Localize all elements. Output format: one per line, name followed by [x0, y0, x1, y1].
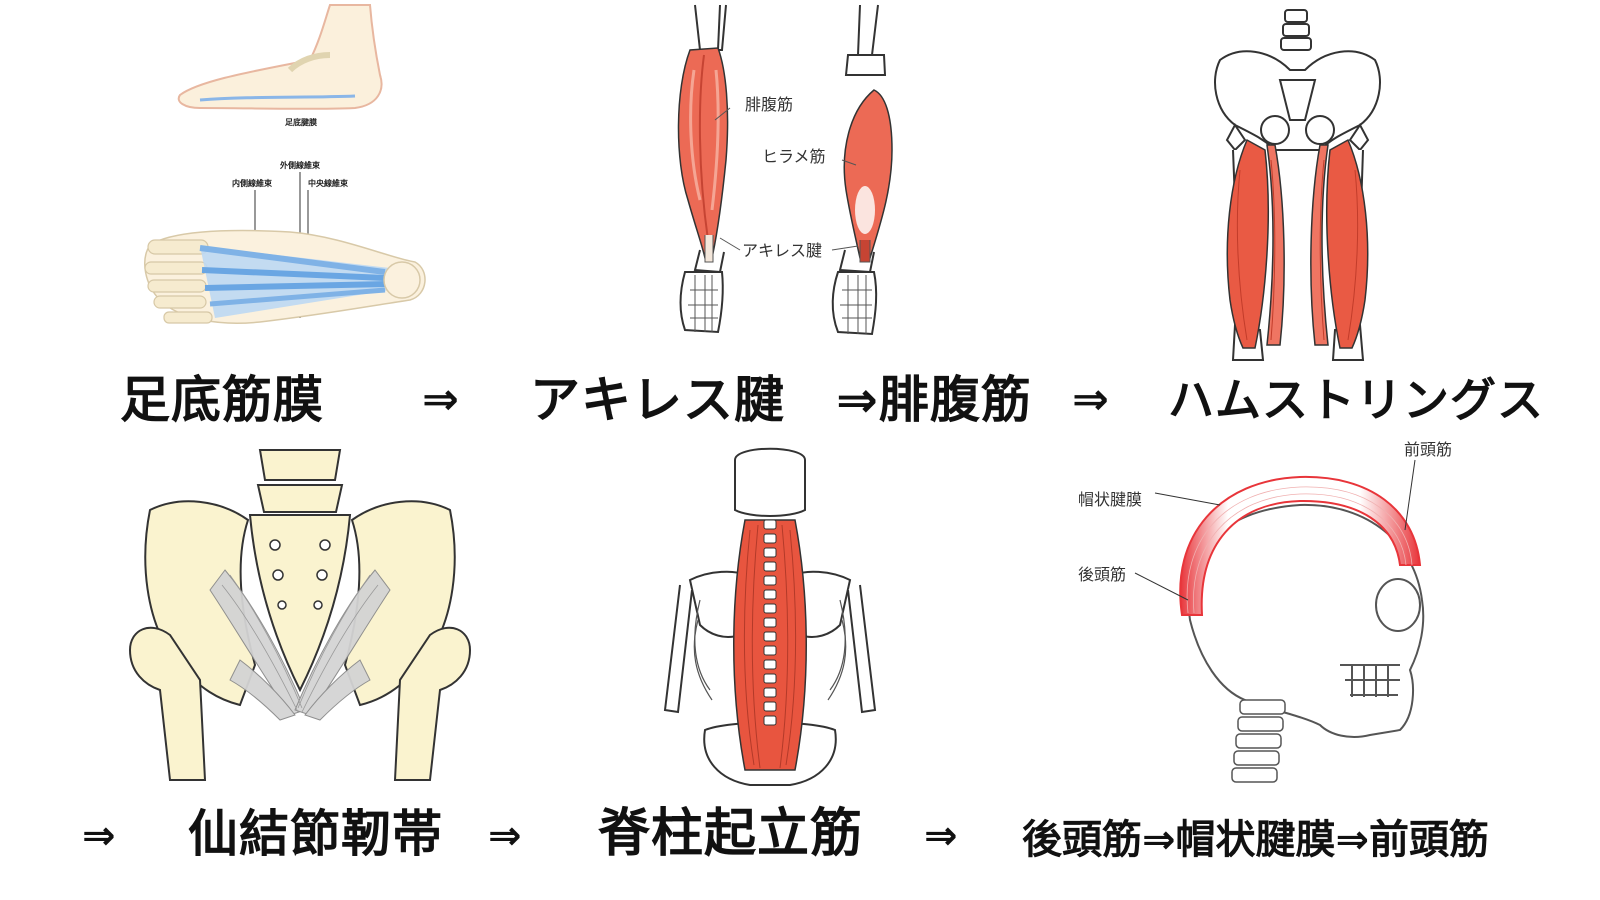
caption-gastrocnemius: ⇒腓腹筋 [836, 371, 1032, 429]
hamstrings-illustration [1205, 0, 1390, 380]
frontalis-label: 前頭筋 [1404, 440, 1452, 459]
achilles-label: アキレス腱 [742, 241, 822, 260]
caption-scalp-chain: 後頭筋⇒帽状腱膜⇒前頭筋 [1022, 817, 1490, 863]
gastrocnemius-label: 腓腹筋 [745, 95, 793, 114]
occipitalis-label: 後頭筋 [1078, 565, 1126, 584]
soleus-label: ヒラメ筋 [762, 147, 826, 166]
lateral-band-label: 外側線維束 [280, 160, 321, 170]
caption-plantar-fascia: 足底筋膜 [120, 371, 324, 429]
plantar-fascia-label: 足底腱膜 [285, 117, 317, 127]
arrow-1: ⇒ [422, 374, 459, 425]
caption-erector-spinae: 脊柱起立筋 [598, 804, 864, 864]
galea-label: 帽状腱膜 [1078, 490, 1142, 509]
sacrotuberous-ligament-illustration [128, 449, 472, 781]
medial-band-label: 内側線維束 [232, 178, 273, 188]
arrow-4: ⇒ [924, 813, 958, 859]
arrow-0: ⇒ [82, 813, 116, 859]
calf-muscles-illustration: 腓腹筋 ヒラメ筋 アキレス腱 [660, 0, 920, 345]
caption-hamstrings: ハムストリングス [1168, 373, 1544, 427]
plantar-fascia-illustration: 足底腱膜 外側線維束 内側線維束 中央線維束 [140, 0, 440, 340]
arrow-3: ⇒ [488, 813, 522, 859]
erector-spinae-illustration [650, 447, 890, 795]
arrow-2: ⇒ [1072, 374, 1109, 425]
skull-scalp-muscles-illustration: 前頭筋 帽状腱膜 後頭筋 [1070, 435, 1452, 785]
caption-sacrotuberous-ligament: 仙結節靭帯 [188, 805, 443, 863]
caption-achilles: アキレス腱 [530, 371, 785, 429]
central-band-label: 中央線維束 [308, 178, 349, 188]
